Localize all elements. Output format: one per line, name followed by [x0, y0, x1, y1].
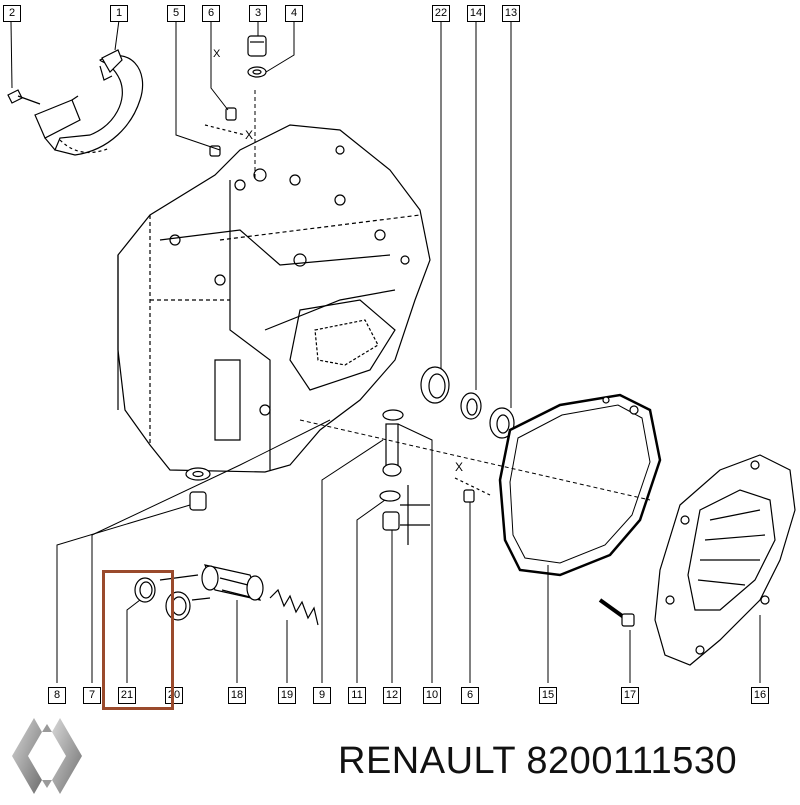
top-small-parts — [204, 35, 267, 157]
callout-14: 14 — [467, 5, 485, 22]
callout-19: 19 — [278, 687, 296, 704]
renault-diamond-logo — [12, 718, 82, 794]
callout-20: 20 — [165, 687, 183, 704]
callout-16: 16 — [751, 687, 769, 704]
callout-17: 17 — [621, 687, 639, 704]
callout-21: 21 — [118, 687, 136, 704]
callout-18: 18 — [228, 687, 246, 704]
drain-plug — [185, 467, 211, 511]
callout-8: 8 — [48, 687, 66, 704]
gearbox-housing — [117, 124, 431, 473]
dimension-x-mark: X — [213, 48, 221, 60]
cover-bolt — [598, 598, 635, 627]
callout-5: 5 — [167, 5, 185, 22]
callout-6: 6 — [202, 5, 220, 22]
callout-1: 1 — [110, 5, 128, 22]
level-plug-parts — [379, 409, 491, 545]
callout-9: 9 — [313, 687, 331, 704]
part-number-caption: RENAULT 8200111530 — [338, 740, 738, 782]
callout-7: 7 — [83, 687, 101, 704]
callout-6-lower: 6 — [461, 687, 479, 704]
callout-11: 11 — [348, 687, 366, 704]
leader-lines — [10, 19, 761, 683]
callout-12: 12 — [383, 687, 401, 704]
bracket-assembly — [7, 49, 144, 156]
rear-cover — [654, 454, 796, 666]
callout-2: 2 — [3, 5, 21, 22]
dimension-x-mark: X — [245, 128, 254, 142]
callout-4: 4 — [285, 5, 303, 22]
highlight-box — [102, 570, 174, 710]
gasket — [498, 393, 662, 577]
callout-15: 15 — [539, 687, 557, 704]
seal-rings — [420, 366, 515, 439]
callout-10: 10 — [423, 687, 441, 704]
dimension-x-mark: X — [455, 460, 464, 474]
callout-3: 3 — [249, 5, 267, 22]
callout-22: 22 — [432, 5, 450, 22]
callout-13: 13 — [502, 5, 520, 22]
